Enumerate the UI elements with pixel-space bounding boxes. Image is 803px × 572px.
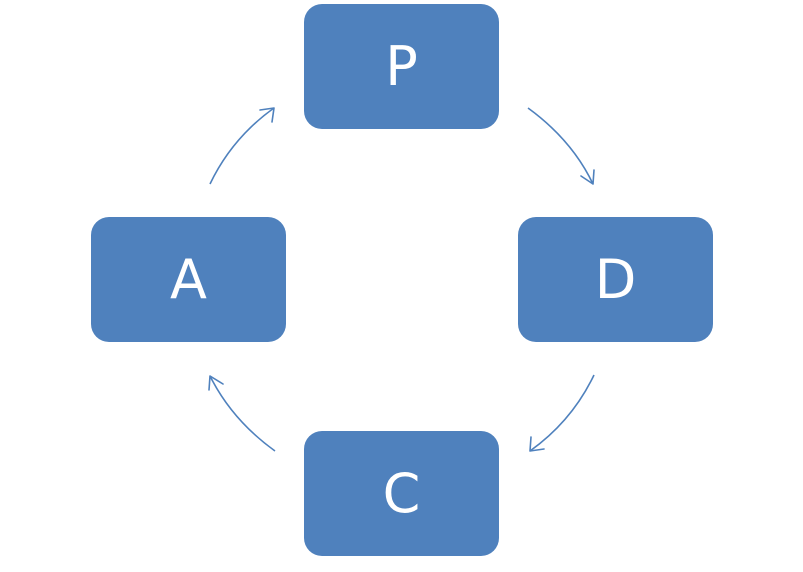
arrow-d-to-c xyxy=(529,374,595,452)
node-act: A xyxy=(91,217,286,342)
node-do-label: D xyxy=(594,247,637,311)
node-check: C xyxy=(304,431,499,556)
arrow-c-to-a xyxy=(208,375,276,452)
node-plan-label: P xyxy=(385,34,418,98)
arrow-a-to-p xyxy=(209,107,275,185)
node-act-label: A xyxy=(170,247,207,311)
arrow-p-to-d xyxy=(527,107,595,185)
node-check-label: C xyxy=(382,461,421,525)
node-do: D xyxy=(518,217,713,342)
node-plan: P xyxy=(304,4,499,129)
